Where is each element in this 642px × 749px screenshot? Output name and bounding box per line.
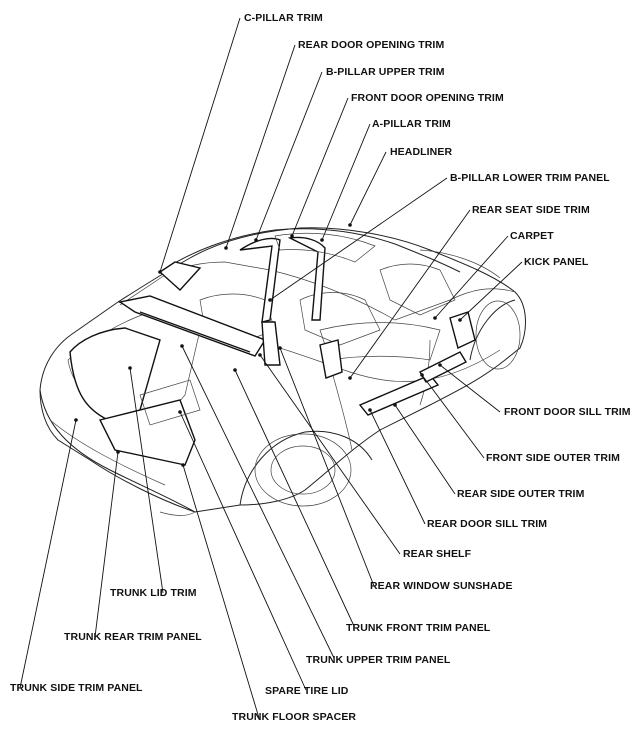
label-front-door-sill-trim: FRONT DOOR SILL TRIM xyxy=(504,406,631,418)
label-rear-door-opening-trim: REAR DOOR OPENING TRIM xyxy=(298,39,445,51)
label-trunk-floor-spacer: TRUNK FLOOR SPACER xyxy=(232,711,357,723)
trim-parts xyxy=(69,232,476,466)
label-trunk-upper-trim-panel: TRUNK UPPER TRIM PANEL xyxy=(306,654,451,666)
label-front-side-outer-trim: FRONT SIDE OUTER TRIM xyxy=(486,452,620,464)
label-carpet: CARPET xyxy=(510,230,554,242)
label-spare-tire-lid: SPARE TIRE LID xyxy=(265,685,349,697)
leader-lines xyxy=(19,17,523,719)
label-trunk-side-trim-panel: TRUNK SIDE TRIM PANEL xyxy=(10,682,143,694)
label-front-door-opening-trim: FRONT DOOR OPENING TRIM xyxy=(351,92,504,104)
label-rear-side-outer-trim: REAR SIDE OUTER TRIM xyxy=(457,488,585,500)
label-rear-seat-side-trim: REAR SEAT SIDE TRIM xyxy=(472,204,590,216)
label-rear-window-sunshade: REAR WINDOW SUNSHADE xyxy=(370,580,513,592)
label-rear-door-sill-trim: REAR DOOR SILL TRIM xyxy=(427,518,548,530)
leader-arrowheads xyxy=(74,223,462,467)
label-trunk-front-trim-panel: TRUNK FRONT TRIM PANEL xyxy=(346,622,491,634)
label-trunk-rear-trim-panel: TRUNK REAR TRIM PANEL xyxy=(64,631,202,643)
label-kick-panel: KICK PANEL xyxy=(524,256,589,268)
label-c-pillar-trim: C-PILLAR TRIM xyxy=(244,12,323,24)
car-body xyxy=(39,227,526,516)
label-b-pillar-lower-trim-panel: B-PILLAR LOWER TRIM PANEL xyxy=(450,172,610,184)
label-rear-shelf: REAR SHELF xyxy=(403,548,472,560)
label-a-pillar-trim: A-PILLAR TRIM xyxy=(372,118,451,130)
label-b-pillar-upper-trim: B-PILLAR UPPER TRIM xyxy=(326,66,445,78)
label-headliner: HEADLINER xyxy=(390,146,453,158)
label-trunk-lid-trim: TRUNK LID TRIM xyxy=(110,587,197,599)
